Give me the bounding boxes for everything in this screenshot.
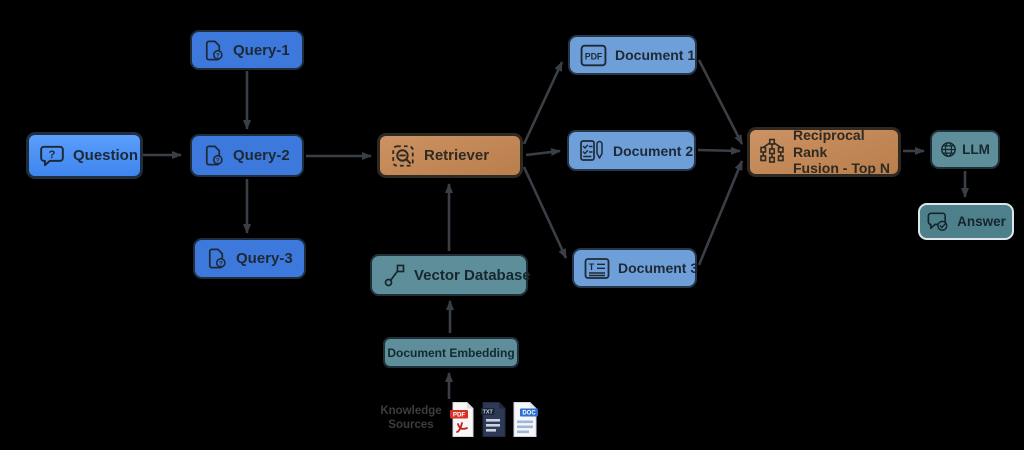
arrow-document3-to-rrf [697,160,744,266]
node-reciprocal-rank-fusion: Reciprocal Rank Fusion - Top N [747,127,901,177]
node-query-2: ? Query-2 [190,134,304,177]
node-vector-database: Vector Database [370,254,531,296]
node-document-2: Document 2 [567,130,696,171]
svg-text:DOC: DOC [522,411,536,417]
node-label: Document 1 [615,47,696,63]
node-llm: LLM [930,130,1000,169]
node-label: Document Embedding [387,345,515,360]
speech-question-icon: ? [40,145,64,166]
node-document-3: T Document 3 [572,248,699,288]
doc-file-icon: DOC [513,402,538,437]
arrow-retriever-to-document2 [525,148,561,157]
svg-text:?: ? [219,261,223,268]
node-label: Answer [957,214,1006,229]
node-label: Query-2 [233,147,290,164]
node-label: Document 3 [618,260,699,276]
svg-text:T: T [589,262,595,273]
node-label: Reciprocal Rank Fusion - Top N [793,127,890,177]
svg-text:PDF: PDF [585,51,603,61]
vector-line-icon [384,264,405,287]
node-label: Question [73,147,139,164]
node-question: ? Question [26,132,143,179]
svg-text:PDF: PDF [453,412,466,419]
node-label: LLM [962,142,990,157]
node-label: Query-1 [233,41,290,59]
node-document-embedding: Document Embedding [383,337,519,368]
svg-text:?: ? [216,158,220,165]
node-answer: Answer [918,203,1014,240]
node-label: Retriever [424,147,490,164]
pdf-badge-icon: PDF [580,44,607,66]
knowledge-sources-label: Knowledge Sources [380,405,442,432]
svg-text:?: ? [49,148,56,160]
file-question-icon: ? [205,40,223,60]
node-query-1: ? Query-1 [190,30,304,70]
scan-search-icon [392,144,414,167]
arrow-document2-to-rrf [697,146,741,155]
svg-text:?: ? [216,52,220,59]
arrow-retriever-to-document3 [522,166,568,259]
hierarchy-icon [760,138,784,163]
node-query-3: ? Query-3 [193,238,306,279]
globe-icon [941,142,957,157]
node-label: Document 2 [613,142,694,159]
arrow-retriever-to-document1 [522,61,564,145]
file-question-icon: ? [208,248,226,269]
arrow-document1-to-rrf [697,59,744,145]
svg-text:TXT: TXT [483,409,494,415]
node-label: Query-3 [236,250,293,267]
node-document-1: PDF Document 1 [568,35,697,75]
chat-check-icon [927,212,948,231]
knowledge-source-icons: PDF TXT DOC [449,401,539,438]
text-card-icon: T [584,257,610,279]
txt-file-icon: TXT [481,402,506,437]
node-label: Vector Database [414,266,531,284]
node-retriever: Retriever [377,133,523,178]
pdf-file-icon: PDF [450,402,474,437]
file-question-icon: ? [205,145,223,166]
checklist-pen-icon [580,139,603,161]
